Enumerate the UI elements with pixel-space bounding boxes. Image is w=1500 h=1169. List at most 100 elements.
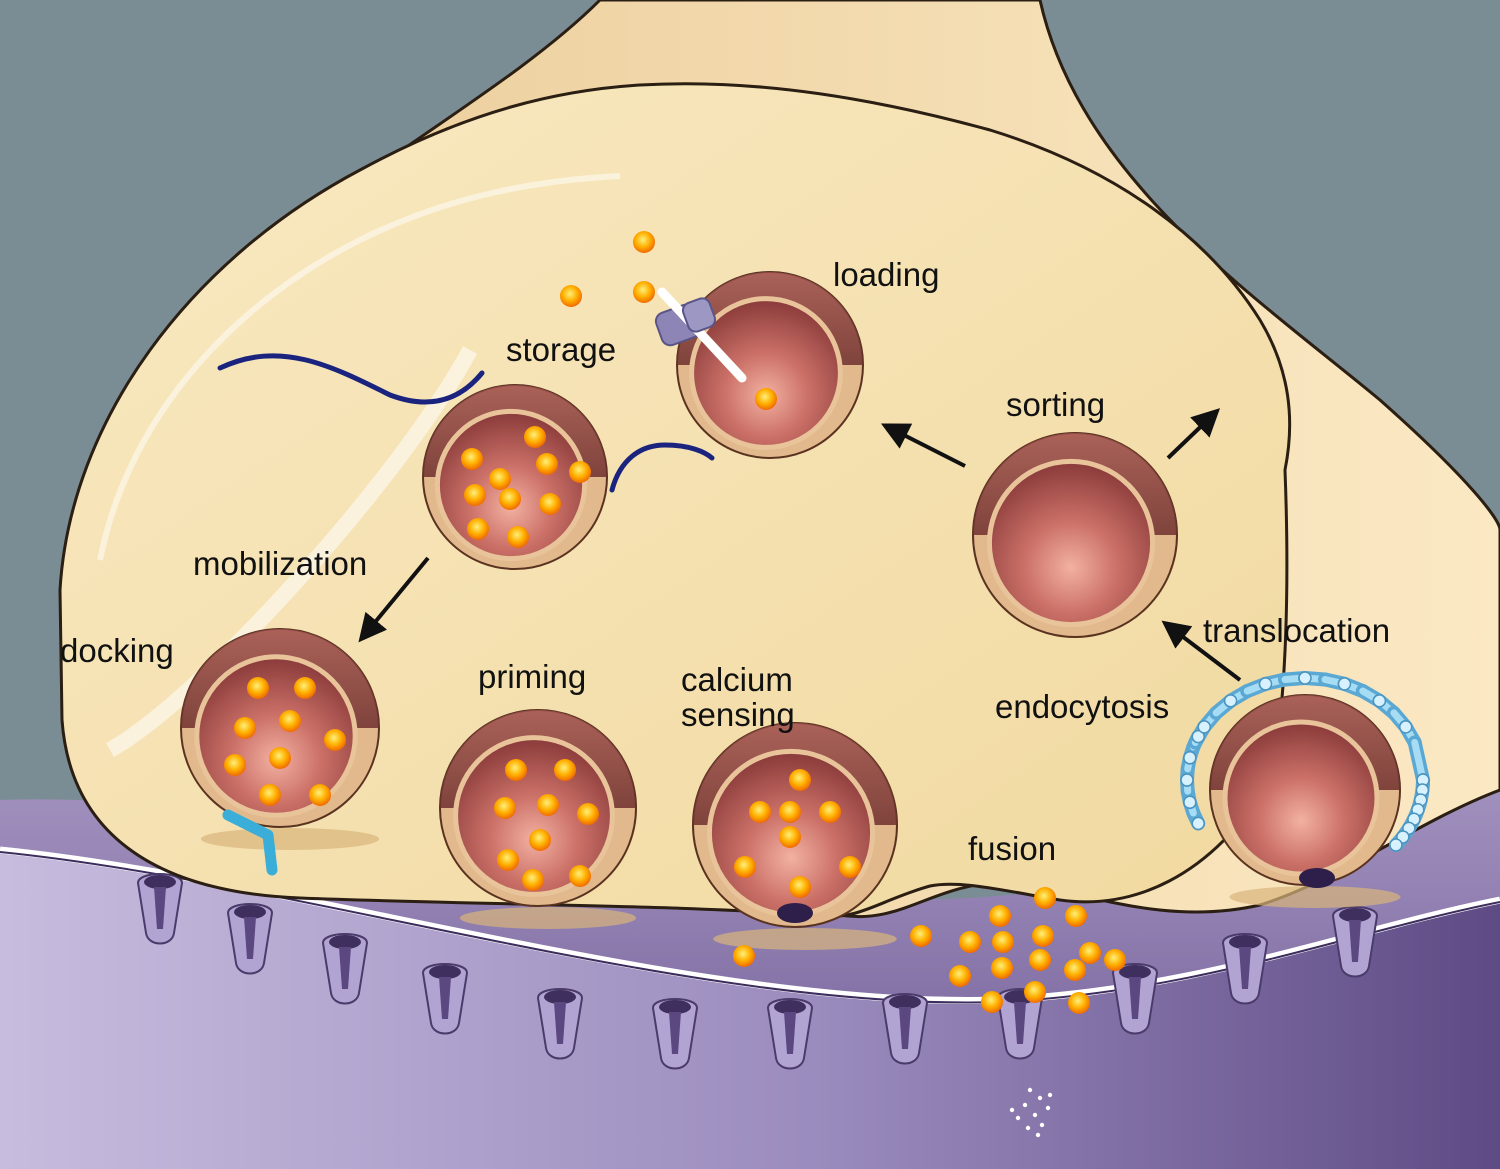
receptor-icon xyxy=(536,988,584,1060)
neurotransmitter xyxy=(279,710,301,732)
neurotransmitter xyxy=(569,865,591,887)
neurotransmitter xyxy=(779,826,801,848)
snare-complex xyxy=(222,809,278,876)
label-fusion: fusion xyxy=(968,830,1056,867)
clathrin-coat-icon xyxy=(1180,671,1430,853)
label-calcium: calcium xyxy=(681,661,793,698)
neurotransmitter xyxy=(633,231,655,253)
neurotransmitter xyxy=(755,388,777,410)
neurotransmitter xyxy=(733,945,755,967)
neurotransmitter xyxy=(497,849,519,871)
receptor-icon xyxy=(136,873,184,945)
label-sorting: sorting xyxy=(1006,386,1105,423)
arrow-icon xyxy=(1161,620,1242,682)
neurotransmitter xyxy=(507,526,529,548)
neurotransmitter xyxy=(949,965,971,987)
neurotransmitter xyxy=(259,784,281,806)
process-arrows xyxy=(358,408,1242,682)
neurotransmitter xyxy=(1034,887,1056,909)
neurotransmitter xyxy=(959,931,981,953)
free-neurotransmitter xyxy=(560,231,1126,1014)
neurotransmitter xyxy=(309,784,331,806)
label-loading: loading xyxy=(833,256,939,293)
receptor-icon xyxy=(651,998,699,1070)
neurotransmitter xyxy=(461,448,483,470)
neurotransmitter xyxy=(294,677,316,699)
label-docking: docking xyxy=(60,632,174,669)
neurotransmitter xyxy=(989,905,1011,927)
neurotransmitter xyxy=(633,281,655,303)
neurotransmitter xyxy=(505,759,527,781)
neurotransmitter xyxy=(1064,959,1086,981)
neurotransmitter xyxy=(269,747,291,769)
neurotransmitter xyxy=(522,869,544,891)
label-mobilization: mobilization xyxy=(193,545,367,582)
neurotransmitter xyxy=(789,876,811,898)
neurotransmitter xyxy=(499,488,521,510)
synaptic-vesicles xyxy=(180,271,1401,950)
neurotransmitter xyxy=(537,794,559,816)
neurotransmitter xyxy=(789,769,811,791)
receptor-icon xyxy=(881,993,929,1065)
vesicle-loading xyxy=(676,271,864,459)
neurotransmitter xyxy=(234,717,256,739)
neurotransmitter xyxy=(991,957,1013,979)
stage-labels: loading storage sorting mobilization doc… xyxy=(60,256,1390,867)
neurotransmitter xyxy=(569,461,591,483)
neurotransmitter xyxy=(324,729,346,751)
vesicle-sorting xyxy=(972,432,1178,638)
receptor-icon xyxy=(321,933,369,1005)
neurotransmitter xyxy=(539,493,561,515)
receptor-icon xyxy=(766,998,814,1070)
postsynaptic-receptors xyxy=(136,873,1379,1070)
vesicle-storage xyxy=(422,384,608,570)
neurotransmitter xyxy=(224,754,246,776)
neurotransmitter xyxy=(1068,992,1090,1014)
neurotransmitter xyxy=(1032,925,1054,947)
neurotransmitter xyxy=(749,801,771,823)
receptor-icon xyxy=(226,903,274,975)
neurotransmitter xyxy=(734,856,756,878)
neurotransmitter xyxy=(524,426,546,448)
neurotransmitter xyxy=(779,801,801,823)
neurotransmitter xyxy=(1079,942,1101,964)
vesicle-endocytosis xyxy=(1209,694,1401,908)
arrow-icon xyxy=(1166,408,1221,460)
neurotransmitter xyxy=(819,801,841,823)
neurotransmitter xyxy=(554,759,576,781)
actin-filaments xyxy=(217,353,715,493)
neurotransmitter xyxy=(467,518,489,540)
neurotransmitter xyxy=(839,856,861,878)
vesicle-docking xyxy=(180,628,380,850)
label-priming: priming xyxy=(478,658,586,695)
receptor-icon xyxy=(1221,933,1269,1005)
neurotransmitter xyxy=(1024,981,1046,1003)
arrow-icon xyxy=(881,423,966,468)
vesicle-priming xyxy=(439,709,637,929)
neurotransmitter xyxy=(464,484,486,506)
receptor-icon xyxy=(1331,906,1379,978)
neurotransmitter xyxy=(536,453,558,475)
neurotransmitter xyxy=(529,829,551,851)
label-sensing: sensing xyxy=(681,696,795,733)
neurotransmitter xyxy=(981,991,1003,1013)
neurotransmitter xyxy=(577,803,599,825)
neurotransmitter xyxy=(992,931,1014,953)
label-translocation: translocation xyxy=(1203,612,1390,649)
label-endocytosis: endocytosis xyxy=(995,688,1169,725)
neurotransmitter xyxy=(1104,949,1126,971)
neurotransmitter xyxy=(489,468,511,490)
neurotransmitter xyxy=(247,677,269,699)
neurotransmitter xyxy=(1065,905,1087,927)
arrow-icon xyxy=(358,556,430,643)
label-storage: storage xyxy=(506,331,616,368)
neurotransmitter xyxy=(494,797,516,819)
vesicle-calcium-sensing xyxy=(692,722,898,950)
neurotransmitter xyxy=(560,285,582,307)
receptor-icon xyxy=(421,963,469,1035)
released-transmitter-sparkle xyxy=(1009,1087,1053,1138)
neurotransmitter xyxy=(1029,949,1051,971)
transporter-icon xyxy=(654,287,747,383)
